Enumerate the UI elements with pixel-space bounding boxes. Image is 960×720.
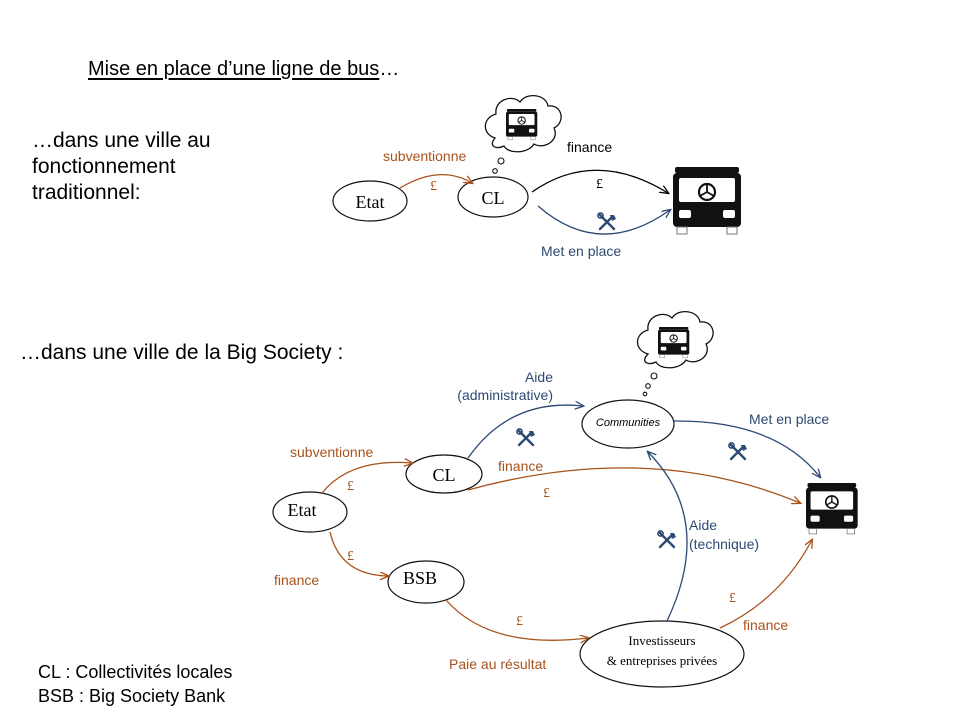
node-cl-bottom bbox=[405, 454, 483, 494]
node-bsb bbox=[387, 560, 465, 604]
node-communities-label: Communities bbox=[596, 417, 661, 429]
node-etat-bottom bbox=[272, 491, 348, 533]
node-etat-bottom-label: Etat bbox=[288, 500, 317, 520]
arrow-aide-administrative bbox=[467, 405, 583, 459]
tools-icon bbox=[656, 529, 678, 549]
page-title-ellipsis: … bbox=[379, 58, 400, 80]
intro-big-society: …dans une ville de la Big Society : bbox=[20, 341, 344, 364]
pound-icon: £ bbox=[347, 549, 354, 564]
intro-traditional: …dans une ville au fonctionnement tradit… bbox=[32, 128, 211, 206]
legend-cl: CL : Collectivités locales bbox=[38, 662, 233, 682]
label-finance-invest-bus: finance bbox=[743, 617, 788, 633]
arrow-subventionne-bottom bbox=[321, 462, 412, 494]
label-subventionne-bottom: subventionne bbox=[290, 444, 374, 460]
intro-traditional-line-3: traditionnel: bbox=[32, 181, 141, 204]
node-bsb-label: BSB bbox=[403, 568, 437, 588]
node-investisseurs bbox=[579, 620, 745, 688]
pound-icon: £ bbox=[729, 591, 736, 606]
node-communities bbox=[581, 399, 675, 449]
arrow-finance-cl-bus bbox=[467, 467, 800, 503]
thought-bubble-icon bbox=[636, 311, 714, 397]
label-finance-cl-bus: finance bbox=[498, 458, 543, 474]
label-aide-admin-1: Aide bbox=[525, 369, 553, 385]
bus-icon bbox=[805, 482, 859, 535]
arrow-finance-etat-bsb bbox=[329, 531, 388, 576]
node-investisseurs-label-2: & entreprises privées bbox=[607, 653, 717, 668]
node-etat-top-label: Etat bbox=[356, 192, 385, 212]
pound-icon: £ bbox=[347, 479, 354, 494]
label-paie-au-resultat: Paie au résultat bbox=[449, 656, 546, 672]
arrow-met-en-place-bottom bbox=[673, 420, 820, 477]
thought-bubble-icon bbox=[484, 95, 562, 182]
legend-bsb: BSB : Big Society Bank bbox=[38, 686, 226, 706]
node-cl-top bbox=[457, 176, 529, 218]
node-cl-top-label: CL bbox=[481, 188, 504, 208]
bus-icon bbox=[657, 326, 690, 359]
label-aide-tech-1: Aide bbox=[689, 517, 717, 533]
intro-traditional-line-1: …dans une ville au bbox=[32, 129, 211, 152]
bus-icon bbox=[505, 108, 538, 141]
bus-icon bbox=[671, 165, 743, 236]
page-title-main: Mise en place d’une ligne de bus bbox=[88, 58, 380, 80]
label-aide-admin-2: (administrative) bbox=[457, 387, 553, 403]
pound-icon: £ bbox=[516, 614, 523, 629]
arrow-subventionne-top bbox=[399, 173, 472, 189]
intro-traditional-line-2: fonctionnement bbox=[32, 155, 176, 178]
tools-icon bbox=[596, 211, 618, 231]
label-met-en-place-bottom: Met en place bbox=[749, 411, 829, 427]
arrow-finance-invest-bus bbox=[719, 540, 812, 629]
arrow-paie-au-resultat bbox=[445, 599, 588, 640]
label-finance-etat-bsb: finance bbox=[274, 572, 319, 588]
page-title: Mise en place d’une ligne de bus… bbox=[88, 58, 399, 81]
pound-icon: £ bbox=[430, 179, 437, 194]
legend: CL : Collectivités locales BSB : Big Soc… bbox=[38, 660, 232, 708]
label-met-en-place-top: Met en place bbox=[541, 243, 621, 259]
tools-icon bbox=[515, 427, 537, 447]
node-cl-bottom-label: CL bbox=[432, 465, 455, 485]
pound-icon: £ bbox=[543, 486, 550, 501]
arrow-finance-top bbox=[531, 169, 668, 193]
arrow-met-en-place-top bbox=[537, 205, 670, 235]
label-aide-tech-2: (technique) bbox=[689, 536, 759, 552]
tools-icon bbox=[727, 441, 749, 461]
node-etat-top bbox=[332, 180, 408, 222]
arrow-aide-technique bbox=[648, 452, 688, 622]
node-investisseurs-label-1: Investisseurs bbox=[628, 633, 695, 648]
pound-icon: £ bbox=[596, 177, 603, 192]
label-subventionne-top: subventionne bbox=[383, 148, 467, 164]
label-finance-top: finance bbox=[567, 139, 612, 155]
